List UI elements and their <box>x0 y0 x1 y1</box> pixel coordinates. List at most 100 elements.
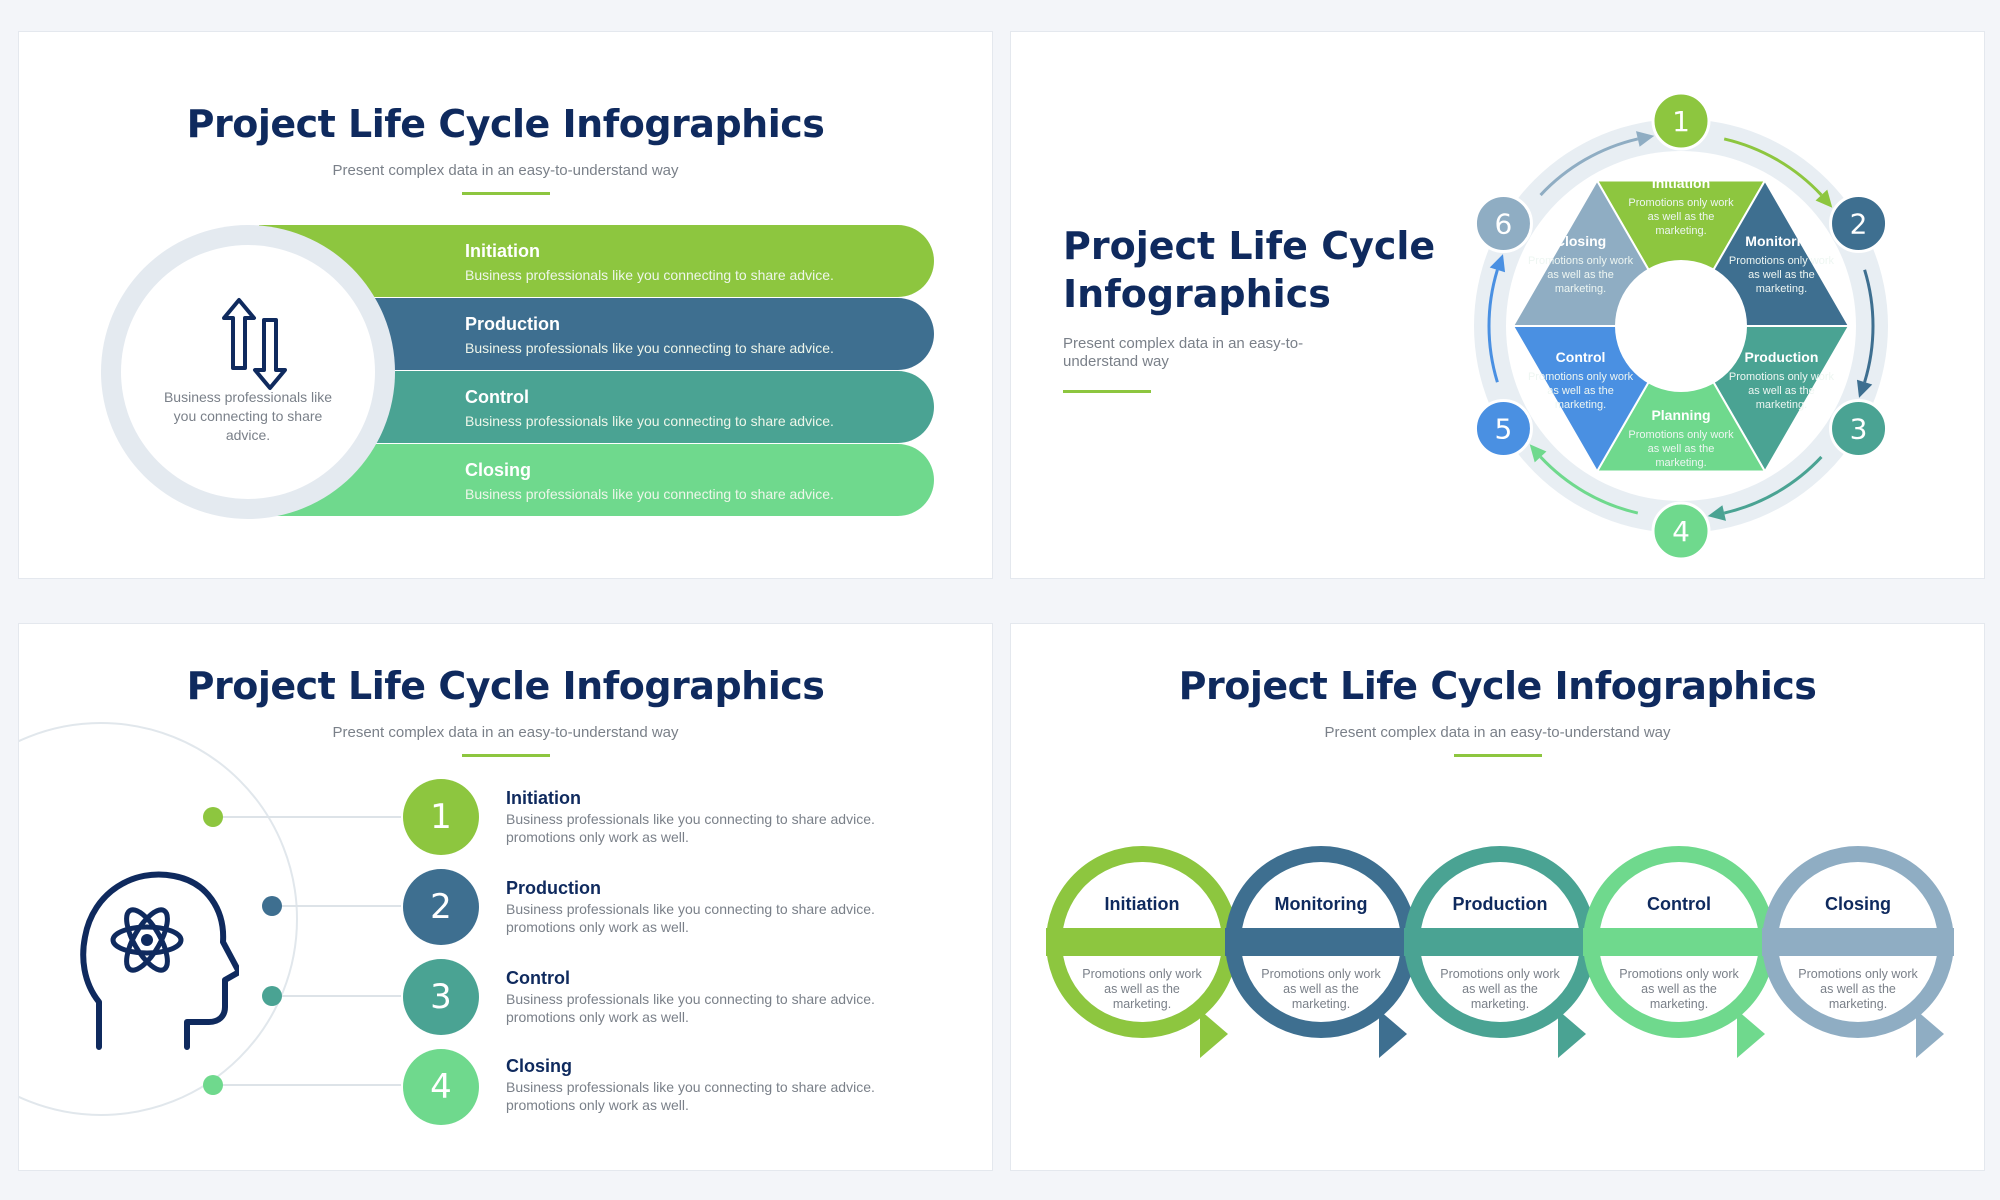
cycle-arrow <box>1539 137 1639 197</box>
accent-line <box>462 754 550 757</box>
slide-subtitle: Present complex data in an easy-to-under… <box>1324 724 1671 741</box>
step-title: Initiation <box>506 788 581 808</box>
center-text: Business professionals like you connecti… <box>163 389 333 443</box>
step-badge-3: 3 <box>1829 399 1889 458</box>
step-desc: Business professionals like you connecti… <box>506 901 875 917</box>
slide-subtitle: Present complex data in an easy-to-under… <box>1063 335 1304 370</box>
slide-linear-bands[interactable]: Project Life Cycle Infographics Present … <box>18 31 993 579</box>
segment-desc: Promotions only work <box>1528 255 1634 267</box>
cycle-arrow <box>1723 455 1823 515</box>
center-ring <box>101 225 395 519</box>
chain-circle-closing[interactable] <box>1762 846 1954 1058</box>
chain-arrow <box>1200 1010 1228 1058</box>
circle-desc: as well as the <box>1641 982 1717 996</box>
circle-desc: as well as the <box>1820 982 1896 996</box>
chain-circle-initiation[interactable] <box>1046 846 1238 1058</box>
connector-arc <box>19 722 401 1116</box>
step-desc: Business professionals like you connecti… <box>506 991 875 1007</box>
step-desc: promotions only work as well. <box>506 1097 689 1113</box>
chain-circle-monitoring[interactable] <box>1225 846 1417 1058</box>
step-title: Closing <box>506 1056 572 1076</box>
segment-title: Closing <box>1555 233 1606 249</box>
slide-title: Project Life Cycle Infographics <box>1178 664 1817 708</box>
step-number: 4 <box>1672 515 1690 548</box>
step-desc: promotions only work as well. <box>506 919 689 935</box>
segment-desc: marketing. <box>1655 457 1706 469</box>
chain-arrow <box>1916 1010 1944 1058</box>
cycle-arrow <box>1539 455 1639 515</box>
segment-title: Production <box>1745 349 1819 365</box>
band-closing[interactable]: Closing Business professionals like you … <box>259 444 934 516</box>
chain-circle-production[interactable] <box>1404 846 1596 1058</box>
band-desc: Business professionals like you connecti… <box>465 267 834 283</box>
circle-desc: as well as the <box>1104 982 1180 996</box>
step-number: 5 <box>1495 413 1513 446</box>
slide-title: Project Life Cycle Infographics <box>186 102 825 146</box>
circle-desc: Promotions only work <box>1261 967 1381 981</box>
slide-circle-chain[interactable]: Project Life Cycle Infographics Present … <box>1010 623 1985 1171</box>
band-title: Production <box>465 314 560 334</box>
chain-arrow <box>1737 1010 1765 1058</box>
circle-title: Closing <box>1825 894 1891 914</box>
segment-desc: marketing. <box>1655 225 1706 237</box>
circle-desc: marketing. <box>1471 997 1529 1011</box>
slide-cycle-wheel[interactable]: Project Life Cycle Infographics Present … <box>1010 31 1985 579</box>
band-desc: Business professionals like you connecti… <box>465 413 834 429</box>
circle-title: Production <box>1453 894 1548 914</box>
circle-title: Initiation <box>1105 894 1180 914</box>
cycle-arrow <box>1723 137 1823 197</box>
slide-title: Project Life Cycle Infographics <box>186 664 825 708</box>
accent-line <box>462 192 550 195</box>
step-number-badge: 3 <box>403 959 479 1035</box>
band-initiation[interactable]: Initiation Business professionals like y… <box>259 225 934 297</box>
segment-desc: Promotions only work <box>1628 429 1734 441</box>
band-title: Initiation <box>465 241 540 261</box>
segment-desc: marketing. <box>1756 399 1807 411</box>
step-badge-1: 1 <box>1651 91 1711 151</box>
up-down-arrows-icon <box>222 298 287 390</box>
connector-dot <box>203 1075 223 1095</box>
circle-desc: marketing. <box>1650 997 1708 1011</box>
circle-title: Monitoring <box>1275 894 1368 914</box>
circle-desc: Promotions only work <box>1798 967 1918 981</box>
segment-title: Planning <box>1651 407 1710 423</box>
circle-desc: Promotions only work <box>1082 967 1202 981</box>
segment-desc: as well as the <box>1547 269 1614 281</box>
segment-desc: as well as the <box>1648 211 1715 223</box>
band-desc: Business professionals like you connecti… <box>465 486 834 502</box>
segment-desc: Promotions only work <box>1528 371 1634 383</box>
step-badge-5: 5 <box>1473 399 1533 458</box>
step-badge-6: 6 <box>1473 194 1533 253</box>
segment-desc: Promotions only work <box>1729 371 1835 383</box>
chain-circle-control[interactable] <box>1583 846 1775 1058</box>
connector-dot <box>203 807 223 827</box>
step-desc: Business professionals like you connecti… <box>506 811 875 827</box>
step-number-badge: 1 <box>403 779 479 855</box>
segment-desc: as well as the <box>1648 443 1715 455</box>
cycle-arrow <box>1863 269 1875 383</box>
step-number: 6 <box>1495 208 1513 241</box>
slide-numbered-steps[interactable]: Project Life Cycle Infographics Present … <box>18 623 993 1171</box>
segment-desc: as well as the <box>1748 385 1815 397</box>
step-number-badge: 2 <box>403 869 479 945</box>
head-atom-icon <box>80 871 239 1050</box>
step-badge-4: 4 <box>1651 501 1711 561</box>
segment-title: Initiation <box>1652 175 1710 191</box>
circle-desc: as well as the <box>1462 982 1538 996</box>
slide-title: Project Life Cycle Infographics <box>1063 224 1436 316</box>
band-desc: Business professionals like you connecti… <box>465 340 834 356</box>
slide-subtitle: Present complex data in an easy-to-under… <box>332 162 679 179</box>
step-number: 2 <box>1850 208 1868 241</box>
circle-desc: marketing. <box>1113 997 1171 1011</box>
segment-desc: Promotions only work <box>1628 197 1734 209</box>
circle-desc: marketing. <box>1829 997 1887 1011</box>
segment-desc: marketing. <box>1756 283 1807 295</box>
step-desc: promotions only work as well. <box>506 1009 689 1025</box>
segment-desc: marketing. <box>1555 399 1606 411</box>
circle-desc: marketing. <box>1292 997 1350 1011</box>
cycle-arrow <box>1487 269 1499 383</box>
segment-desc: as well as the <box>1748 269 1815 281</box>
step-title: Production <box>506 878 601 898</box>
circle-desc: Promotions only work <box>1619 967 1739 981</box>
